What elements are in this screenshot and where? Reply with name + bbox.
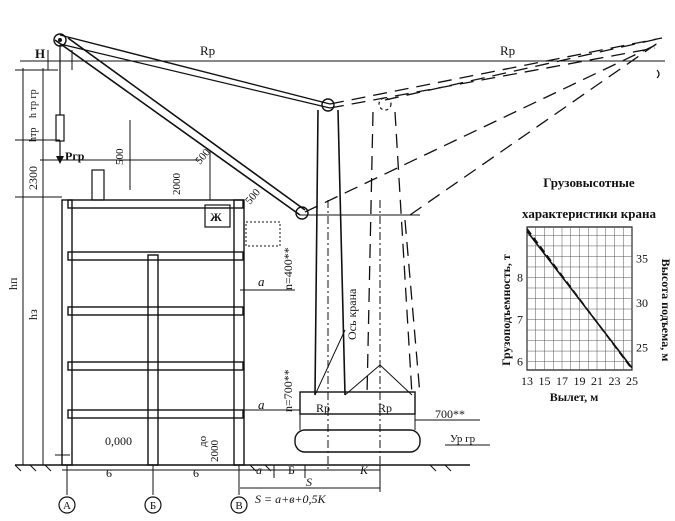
do2000-label: 2000 bbox=[209, 440, 221, 463]
inset-x-tick-label: 21 bbox=[591, 374, 603, 388]
a-dim-label: a bbox=[256, 463, 262, 477]
inset-x-tick-label: 19 bbox=[574, 374, 586, 388]
inset-x-tick-label: 15 bbox=[539, 374, 551, 388]
inset-x-tick-label: 25 bbox=[626, 374, 638, 388]
grid-axis-markers bbox=[58, 496, 248, 514]
inset-left-tick-label: 8 bbox=[517, 270, 523, 284]
inset-right-tick-label: 30 bbox=[636, 296, 648, 310]
d500-label: 500 bbox=[114, 148, 126, 165]
n400-label: n=400** bbox=[281, 247, 295, 290]
n700-label: n=700** bbox=[281, 369, 295, 412]
axis-b-label: Б bbox=[150, 500, 156, 512]
do-label: до bbox=[197, 435, 209, 447]
inset-series bbox=[526, 228, 633, 370]
inset-right-axis-label: Высота подъема, м bbox=[659, 259, 673, 362]
building-frame bbox=[55, 169, 300, 466]
zero-level-label: 0,000 bbox=[105, 434, 132, 448]
axis-v-label: В bbox=[235, 500, 242, 512]
inset-title-line2: характеристики крана bbox=[522, 206, 657, 221]
crane-boom bbox=[53, 33, 335, 220]
crane-axis-label: Ось крана bbox=[345, 288, 359, 340]
inset-x-axis-label: Вылет, м bbox=[550, 390, 599, 404]
h-label: H bbox=[35, 46, 45, 61]
p-gr-label: Pгр bbox=[65, 149, 85, 163]
h-tr-label: hтр bbox=[28, 128, 39, 143]
hook-assembly bbox=[55, 45, 65, 164]
axis-a-label: А bbox=[63, 500, 71, 512]
ur-gr-label: Ур гр bbox=[450, 433, 476, 445]
rp-a-label: Rр bbox=[316, 401, 330, 415]
k-dim-label: K bbox=[359, 463, 369, 477]
dim6-2-label: 6 bbox=[193, 466, 199, 480]
inset-x-tick-label: 13 bbox=[521, 374, 533, 388]
inset-grid bbox=[526, 226, 633, 371]
a-top-label: a bbox=[258, 274, 265, 289]
inset-ticks: 13 15 17 19 21 23 25 6 7 8 25 30 35 bbox=[517, 251, 648, 388]
b-dim-label: Б bbox=[288, 463, 295, 477]
rp-right-label: Rр bbox=[500, 43, 515, 58]
inset-right-tick-label: 35 bbox=[636, 251, 648, 265]
rp-b-label: Rр bbox=[378, 401, 392, 415]
a-bottom-label: a bbox=[258, 397, 265, 412]
h-tr-gr-label: h тр гр bbox=[28, 89, 39, 118]
inset-right-tick-label: 25 bbox=[636, 341, 648, 355]
hp-label: hп bbox=[6, 277, 20, 290]
inset-left-axis-label: Грузоподъемность, т bbox=[499, 254, 513, 366]
left-dimensions bbox=[15, 50, 200, 465]
rp-left-label: Rр bbox=[200, 43, 215, 58]
d500-diag2-label: 500 bbox=[243, 186, 263, 207]
dim6-1-label: 6 bbox=[106, 466, 112, 480]
inset-x-tick-label: 17 bbox=[556, 374, 568, 388]
bottom-dimensions bbox=[62, 465, 381, 495]
d2000-top-label: 2000 bbox=[171, 173, 183, 196]
inset-series-height bbox=[526, 228, 633, 370]
crane-mast bbox=[294, 109, 421, 470]
d700-label: 700** bbox=[435, 407, 465, 421]
inset-title-line1: Грузовысотные bbox=[543, 175, 635, 190]
inset-left-tick-label: 6 bbox=[517, 355, 523, 369]
s-dim-label: S bbox=[306, 475, 312, 489]
formula-label: S = a+в+0,5K bbox=[255, 492, 327, 506]
inset-x-tick-label: 23 bbox=[609, 374, 621, 388]
inset-left-tick-label: 7 bbox=[517, 313, 523, 327]
hz-label: hз bbox=[26, 309, 40, 320]
zh-label: Ж bbox=[210, 210, 222, 224]
d2300-label: 2300 bbox=[26, 166, 40, 190]
